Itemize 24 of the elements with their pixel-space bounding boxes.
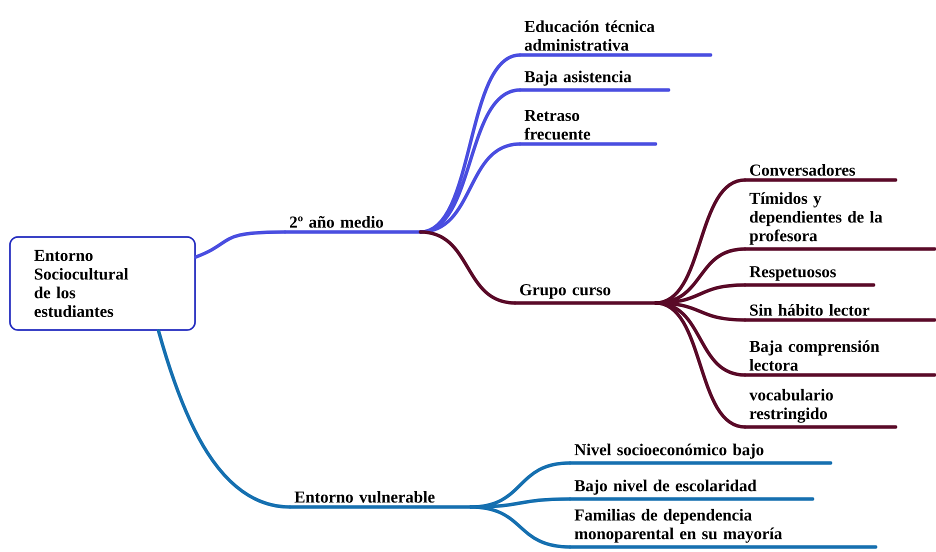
branch-label: Retraso frecuente	[518, 110, 658, 146]
root-box: Entorno Sociocultural de los estudiantes	[9, 236, 196, 331]
branch-line	[418, 230, 517, 305]
branch-label: Baja comprensión lectora	[743, 340, 936, 377]
branch-label: Nivel socioeconómico bajo	[568, 444, 832, 465]
branch-label: Grupo curso	[513, 284, 658, 305]
branch-line	[468, 505, 572, 549]
branch-line	[418, 142, 522, 234]
branch-line	[194, 230, 287, 259]
branch-label: Baja asistencia	[518, 70, 670, 92]
branch-label: Educación técnica administrativa	[518, 20, 712, 57]
branch-line	[654, 283, 747, 305]
branch-label: Respetuosos	[743, 266, 876, 287]
branch-label: 2º año medio	[283, 216, 422, 234]
branch-label: vocabulario restringido	[743, 388, 898, 429]
branch-label: Bajo nivel de escolaridad	[568, 480, 814, 501]
branch-label: Conversadores	[743, 164, 898, 182]
branch-label: Tímidos y dependientes de la profesora	[743, 192, 936, 251]
branch-label: Sin hábito lector	[743, 304, 936, 322]
branch-line	[156, 329, 292, 509]
branch-label: Familias de dependencia monoparental en su mayoría	[568, 508, 878, 549]
branch-label: Entorno vulnerable	[288, 490, 472, 509]
branch-line	[468, 497, 572, 509]
branch-line	[654, 301, 747, 429]
